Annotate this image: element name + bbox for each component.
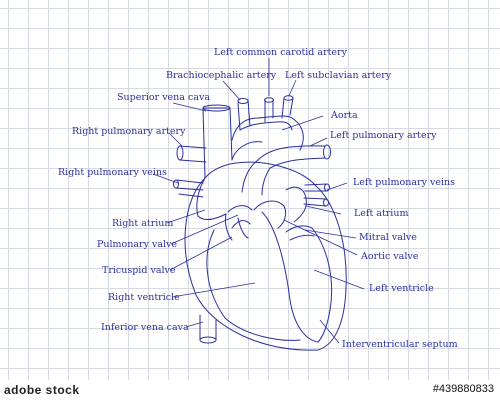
label-aortic-valve: Aortic valve (360, 251, 419, 262)
label-pulmonary-valve: Pulmonary valve (97, 239, 177, 250)
label-aorta: Aorta (330, 110, 358, 121)
leader-right-ventricle (171, 282, 256, 298)
leader-interventricular-septum (319, 319, 340, 344)
label-left-atrium: Left atrium (354, 208, 408, 219)
superior-vena-cava (202, 107, 233, 179)
leader-aortic-valve (283, 219, 358, 256)
left-pulmonary-artery (257, 145, 326, 169)
leader-superior-vena-cava (172, 102, 207, 112)
leader-aorta (281, 115, 324, 131)
pulmonary-trunk (241, 159, 271, 196)
label-mitral-valve: Mitral valve (359, 232, 417, 243)
label-left-pulmonary-artery: Left pulmonary artery (330, 130, 437, 141)
leader-inferior-vena-cava (185, 321, 204, 328)
label-right-pulmonary-veins: Right pulmonary veins (58, 167, 167, 178)
right-atrium-wall (196, 177, 227, 221)
inferior-vena-cava (199, 314, 217, 341)
leader-tricuspid-valve (169, 236, 233, 271)
leader-mitral-valve (304, 229, 357, 239)
leader-right-pulmonary-veins (152, 173, 179, 184)
stock-logo: adobe stock (4, 383, 80, 397)
leader-left-pulmonary-veins (326, 182, 348, 191)
leader-left-ventricle (313, 269, 365, 290)
left-subclavian-artery (281, 97, 294, 119)
tricuspid-valve (225, 213, 249, 241)
leader-left-pulmonary-artery (309, 137, 328, 147)
pulmonary-valve (227, 205, 253, 229)
interventricular-septum (261, 211, 319, 343)
leader-pulmonary-valve (170, 214, 239, 245)
right-pulmonary-veins (175, 179, 204, 198)
left-common-carotid-artery (264, 99, 274, 123)
leader-right-atrium (166, 209, 206, 224)
stock-bar: adobe stock #439880833 (0, 380, 500, 400)
label-tricuspid-valve: Tricuspid valve (102, 265, 176, 276)
label-inferior-vena-cava: Inferior vena cava (101, 322, 189, 333)
label-right-ventricle: Right ventricle (108, 292, 180, 303)
heart-outline (184, 161, 347, 351)
leader-left-subclavian (288, 79, 297, 97)
label-left-pulmonary-veins: Left pulmonary veins (353, 177, 455, 188)
left-atrium-wall (285, 186, 307, 223)
label-interventricular-septum: Interventricular septum (342, 339, 458, 350)
leader-right-pulmonary-artery (168, 132, 183, 147)
right-ventricle-wall (206, 229, 301, 341)
aortic-valve (253, 200, 287, 229)
mitral-valve (285, 225, 315, 241)
leader-brachiocephalic (222, 80, 241, 101)
label-left-ventricle: Left ventricle (369, 283, 434, 294)
aortic-arch (231, 115, 304, 151)
label-left-subclavian-artery: Left subclavian artery (285, 70, 392, 81)
label-left-common-carotid-artery: Left common carotid artery (214, 47, 348, 58)
right-pulmonary-artery (179, 145, 207, 163)
leader-left-atrium (305, 205, 342, 215)
label-right-atrium: Right atrium (112, 218, 173, 229)
label-right-pulmonary-artery: Right pulmonary artery (72, 126, 186, 137)
svc-opening (202, 104, 231, 112)
stock-id: #439880833 (432, 383, 494, 395)
label-brachiocephalic-artery: Brachiocephalic artery (166, 70, 277, 81)
left-ventricle-wall (311, 227, 333, 343)
label-superior-vena-cava: Superior vena cava (117, 92, 210, 103)
left-pulmonary-veins (303, 183, 328, 207)
